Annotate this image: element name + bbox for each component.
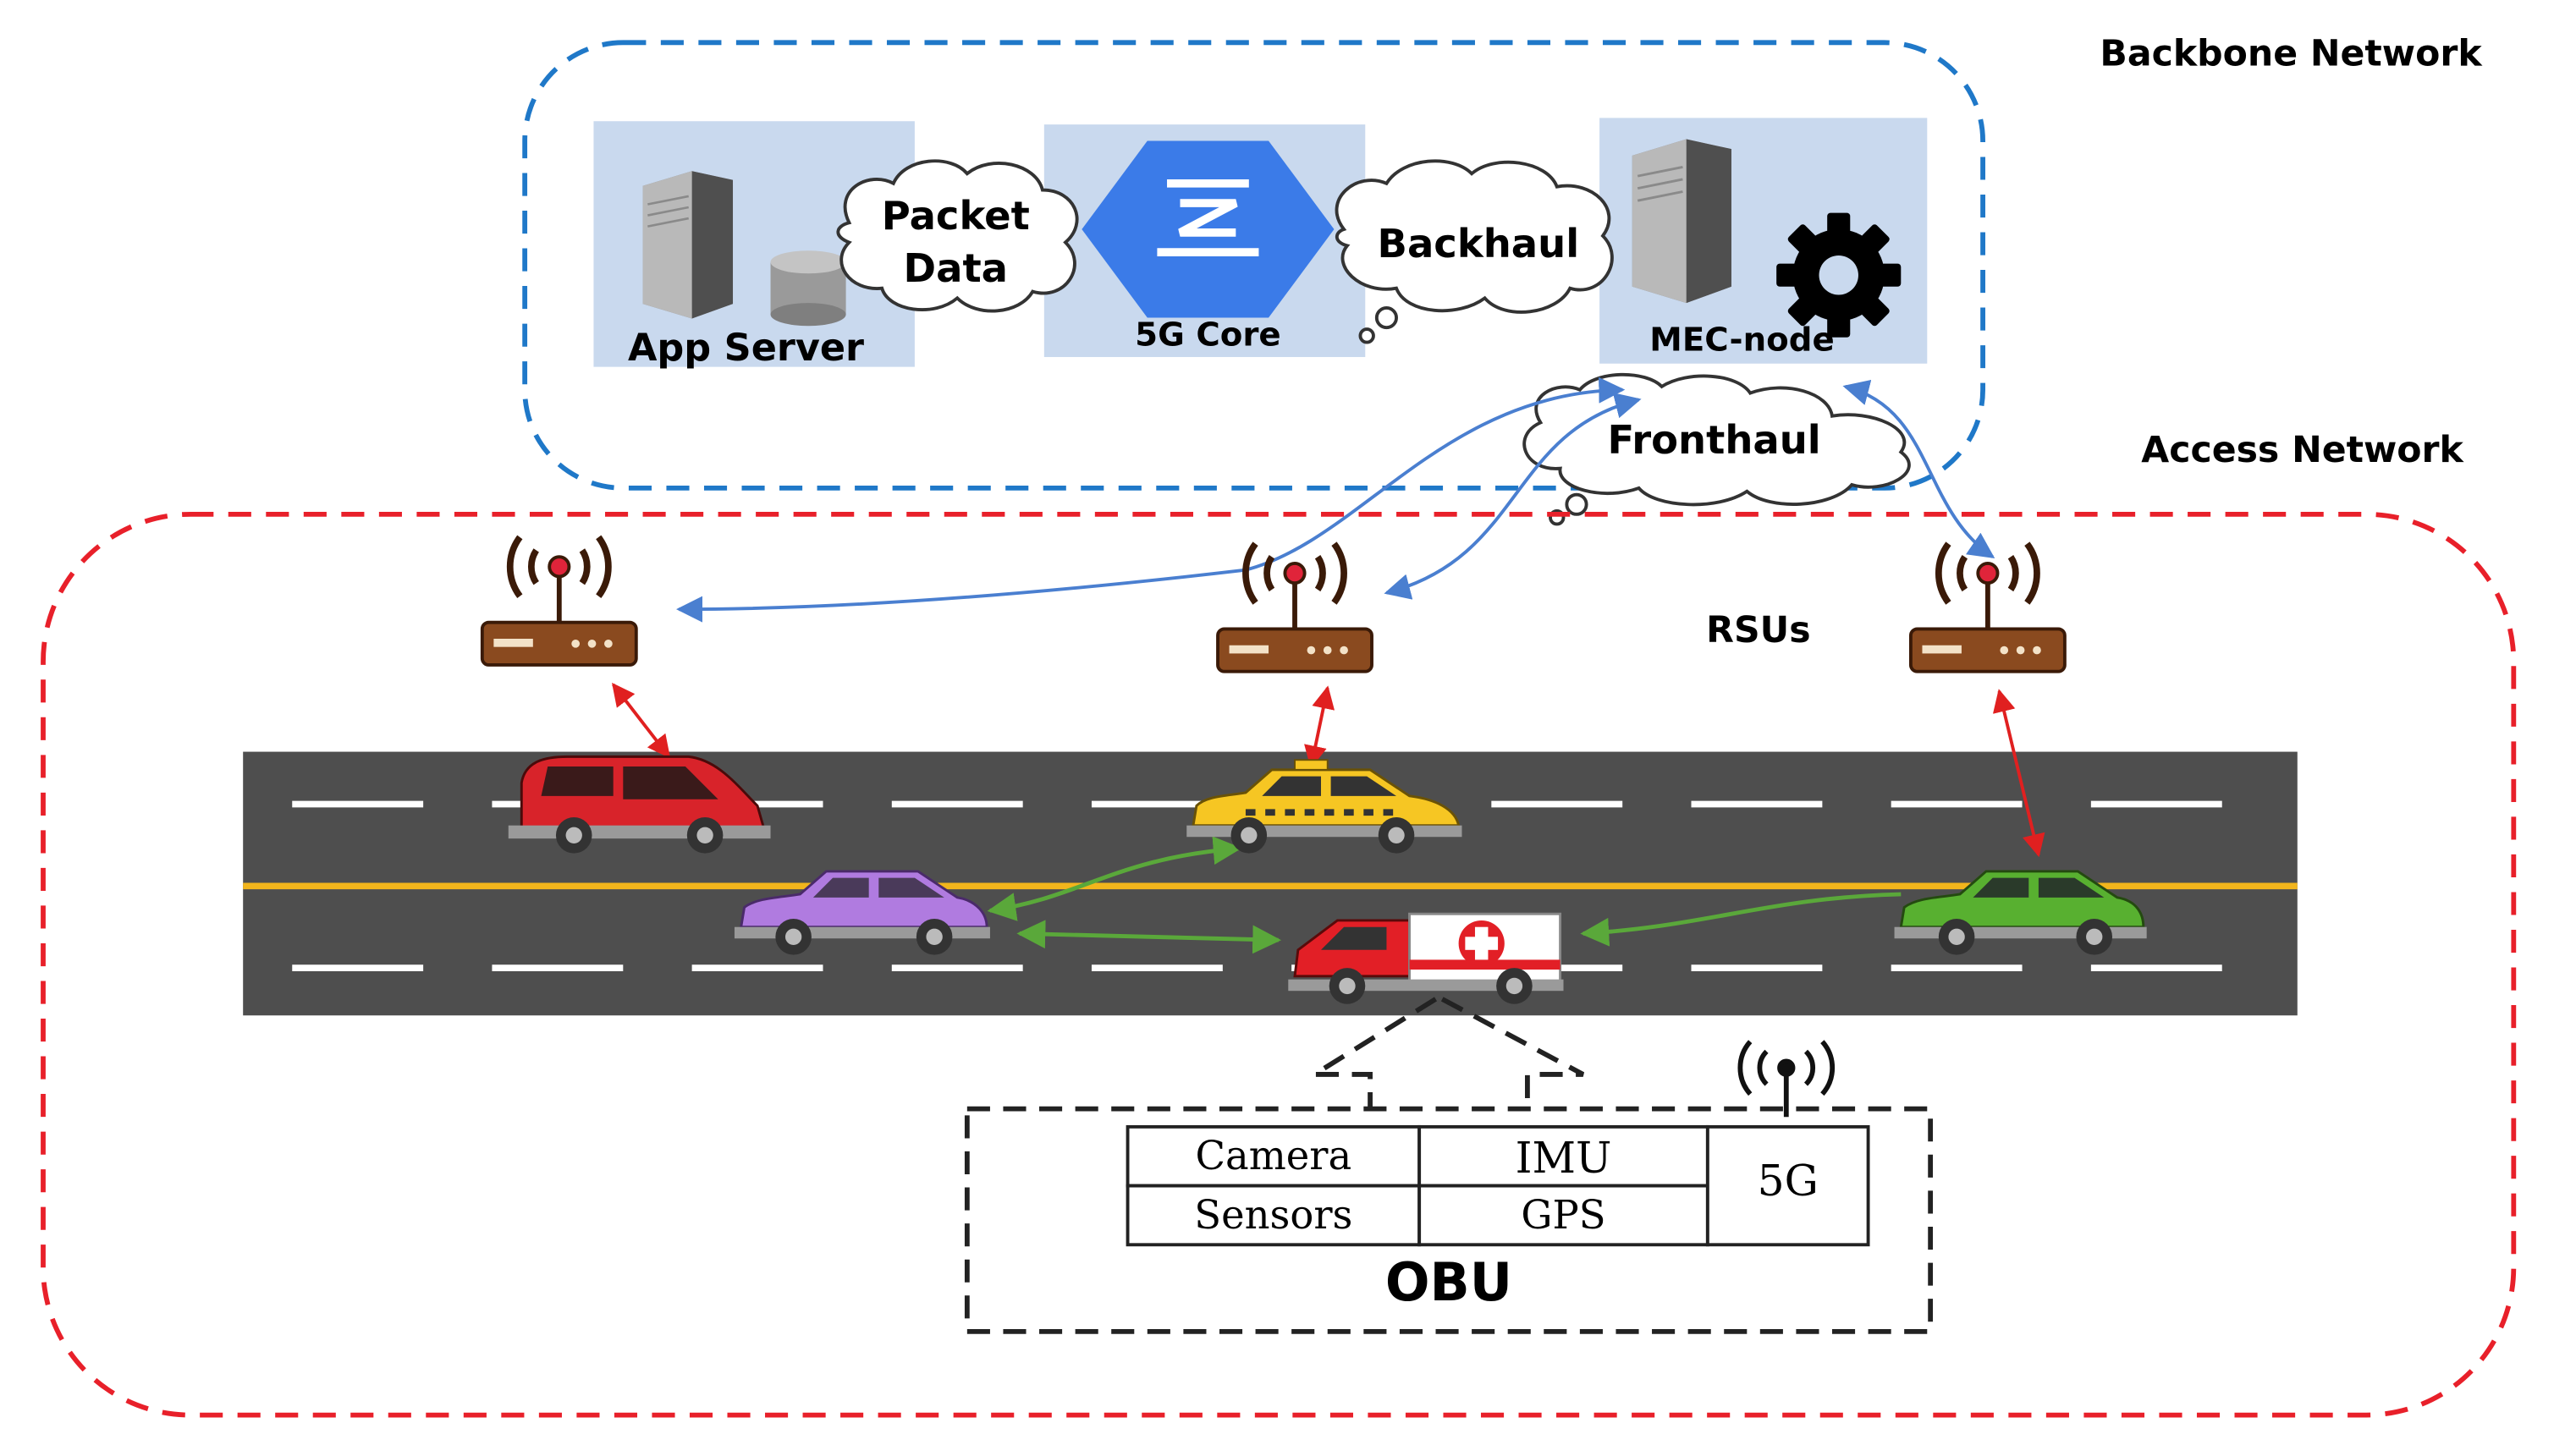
vehicle-ambulance bbox=[1288, 912, 1564, 1004]
v2v-link-purple-taxi bbox=[987, 836, 1242, 921]
vehicle-green-car bbox=[1894, 870, 2147, 955]
obu-box bbox=[964, 1106, 1934, 1334]
obu-cell-5g: 5G bbox=[1758, 1156, 1819, 1206]
obu-table bbox=[1126, 1124, 1870, 1247]
v2i-link-taxi bbox=[1304, 685, 1335, 769]
obu-cell-gps: GPS bbox=[1521, 1192, 1605, 1238]
fronthaul-link-rsu-center bbox=[1384, 393, 1642, 600]
fronthaul-link-rsu-left bbox=[676, 376, 1626, 623]
hexagon-core-icon bbox=[1082, 140, 1335, 318]
packet-data-cloud: Packet Data bbox=[836, 159, 1079, 313]
backhaul-cloud: Backhaul bbox=[1335, 159, 1614, 344]
v2i-link-green-car bbox=[1992, 689, 2045, 858]
vehicle-purple-car bbox=[734, 870, 990, 955]
backhaul-label: Backhaul bbox=[1378, 221, 1580, 266]
vehicle-yellow-taxi bbox=[1186, 759, 1462, 854]
v2i-link-red-van bbox=[612, 683, 671, 759]
rsu-antenna-icon bbox=[1911, 544, 2065, 672]
access-network-zone bbox=[41, 511, 2517, 1418]
v2v-links bbox=[987, 836, 1902, 954]
vehicle-red-van bbox=[508, 755, 771, 854]
access-network-label: Access Network bbox=[2141, 429, 2464, 471]
app-server-label: App Server bbox=[628, 327, 864, 370]
server-with-database-icon bbox=[641, 169, 735, 320]
mec-node-label: MEC-node bbox=[1649, 321, 1834, 359]
rsus-label: RSUs bbox=[1706, 609, 1810, 651]
obu-callout bbox=[1306, 997, 1585, 1107]
5g-core-label: 5G Core bbox=[1135, 316, 1281, 354]
database-icon bbox=[770, 250, 846, 327]
fronthaul-label: Fronthaul bbox=[1607, 417, 1820, 463]
rsu-antenna-icon bbox=[482, 537, 636, 665]
fronthaul-cloud: Fronthaul bbox=[1522, 372, 1911, 526]
gear-icon bbox=[1776, 212, 1902, 338]
obu-cell-imu: IMU bbox=[1516, 1133, 1612, 1183]
5g-antenna-icon bbox=[1737, 1040, 1836, 1118]
rsu-antenna-icon bbox=[1218, 544, 1372, 672]
server-with-gear-icon bbox=[1631, 137, 1733, 305]
v2i-links bbox=[612, 683, 2045, 858]
packet-data-label-line2: Data bbox=[904, 245, 1008, 291]
obu-title: OBU bbox=[1385, 1252, 1512, 1313]
obu-cell-camera: Camera bbox=[1196, 1133, 1352, 1179]
backbone-network-label: Backbone Network bbox=[2100, 32, 2483, 74]
packet-data-label-line1: Packet bbox=[882, 193, 1030, 239]
v2v-link-purple-ambulance bbox=[1016, 920, 1282, 954]
obu-cell-sensors: Sensors bbox=[1194, 1192, 1352, 1238]
fronthaul-link-rsu-right bbox=[1842, 379, 1995, 558]
v2v-link-green-ambulance bbox=[1580, 892, 1902, 947]
